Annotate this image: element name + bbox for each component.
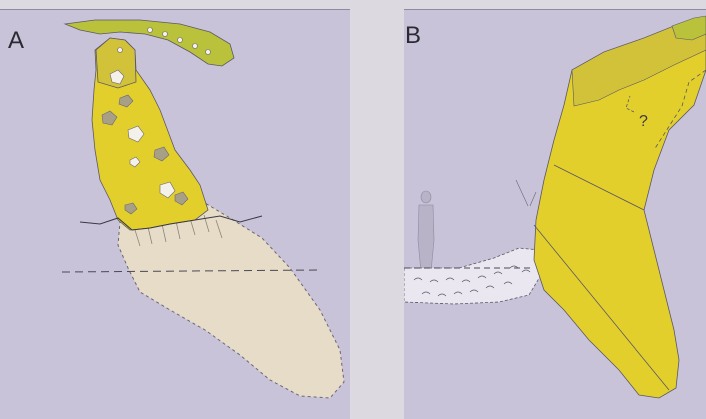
panel-a-diagram [0, 10, 350, 419]
human-figure-icon [418, 191, 434, 272]
panel-a: A [0, 9, 350, 419]
panel-b: B ? [404, 9, 706, 419]
crack-lines [516, 180, 536, 206]
pale-lower-fill [118, 200, 344, 398]
green-tip [672, 16, 706, 40]
panel-b-diagram [404, 10, 706, 419]
question-mark-annotation: ? [639, 113, 648, 131]
green-band [65, 20, 234, 66]
